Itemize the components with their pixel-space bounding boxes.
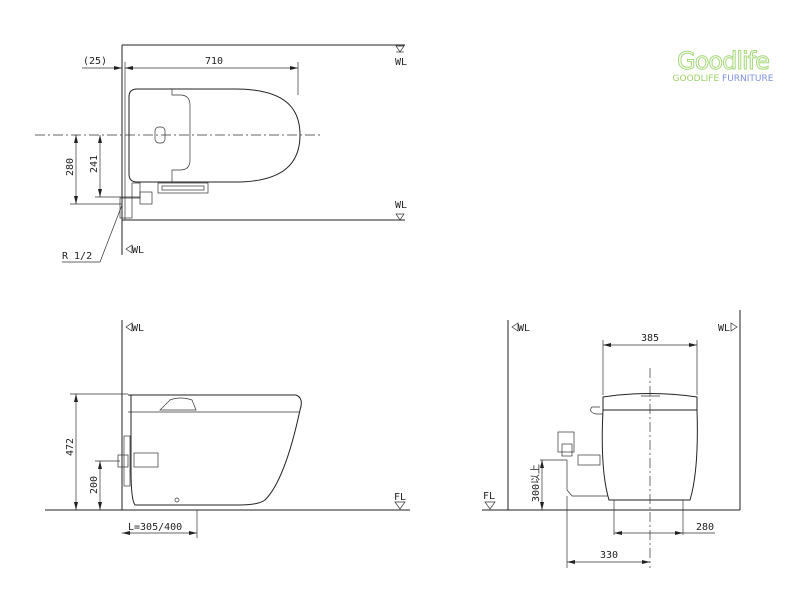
rough-in-label: L=305/400 — [128, 522, 182, 533]
front-wl-left-label: WL — [518, 323, 530, 334]
pipe-size-label: R 1/2 — [62, 251, 92, 262]
logo-wordmark: Goodlife — [677, 47, 771, 75]
side-fl-label: FL — [394, 492, 406, 503]
supply-height-label: 200 — [89, 476, 100, 494]
wl-bottom-label: WL — [395, 200, 407, 211]
dim-280-label: 280 — [65, 158, 76, 176]
top-view: (25) 710 280 241 R 1/2 WL WL WL — [35, 44, 407, 263]
front-view: WL WL 385 300以上 FL 280 330 — [482, 310, 741, 568]
dim-offset-label: (25) — [83, 56, 107, 67]
dim-241-label: 241 — [89, 155, 100, 173]
width-label: 385 — [641, 333, 659, 344]
wl-top-label: WL — [395, 57, 407, 68]
height-label: 472 — [65, 438, 76, 456]
foot-span-label: 280 — [696, 522, 714, 533]
goodlife-logo: Goodlife GOODLIFE FURNITURE — [668, 48, 778, 85]
front-fl-label: FL — [483, 491, 495, 502]
front-wl-right-label: WL — [718, 323, 730, 334]
side-wl-label: WL — [132, 323, 144, 334]
logo-sub-green: GOODLIFE — [672, 74, 720, 84]
side-view: WL 472 200 L=305/400 FL — [45, 320, 410, 538]
wl-wall-label: WL — [132, 245, 144, 256]
dim-length-label: 710 — [205, 56, 223, 67]
supply-offset-label: 330 — [600, 550, 618, 561]
outlet-height-label: 300以上 — [530, 464, 542, 502]
logo-sub-blue: FURNITURE — [722, 74, 774, 84]
